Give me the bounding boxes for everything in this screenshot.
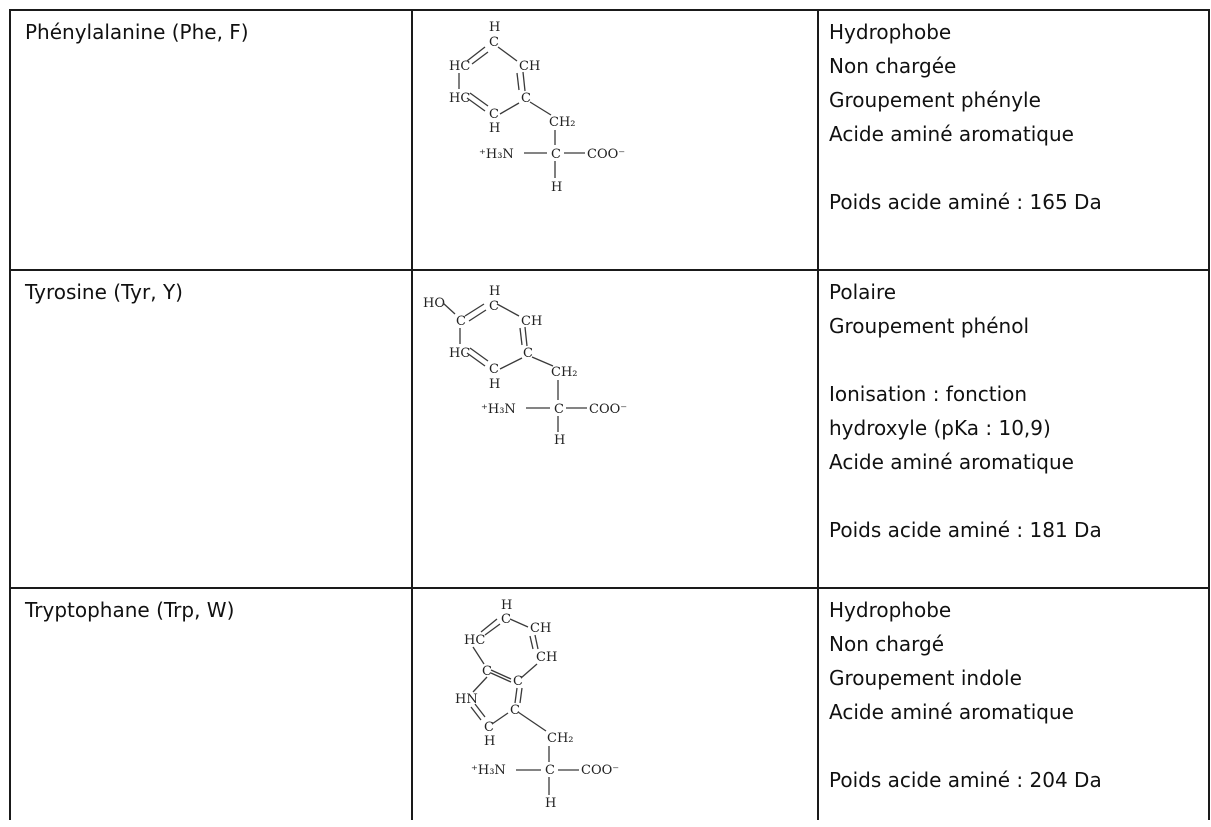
atom-label: H xyxy=(484,734,495,749)
phenylalanine-structure: H C HC CH HC C C H CH₂ ⁺H₃N C COO⁻ H xyxy=(449,20,625,195)
property-line: Groupement phénol xyxy=(829,314,1029,338)
table-row: Tyrosine (Tyr, Y) H C HO C CH HC C C H C… xyxy=(9,269,1210,589)
atom-label: C xyxy=(484,720,494,735)
property-line: Non chargée xyxy=(829,54,957,78)
atom-label: C xyxy=(551,147,561,162)
atom-label: H xyxy=(489,377,500,392)
property-line: Poids acide aminé : 165 Da xyxy=(829,190,1102,214)
atom-label: H xyxy=(554,433,565,448)
amino-acid-table: Phénylalanine (Phe, F) H C HC CH HC C C … xyxy=(9,9,1210,820)
property-line xyxy=(829,479,1208,513)
atom-label: ⁺H₃N xyxy=(481,402,516,417)
amino-acid-name: Phénylalanine (Phe, F) xyxy=(25,20,249,44)
atom-label: H xyxy=(489,284,500,299)
property-line: Non chargé xyxy=(829,632,945,656)
atom-label: CH₂ xyxy=(549,115,576,130)
atom-label: CH xyxy=(521,314,542,329)
atom-label: COO⁻ xyxy=(587,147,625,162)
atom-label: C xyxy=(523,346,533,361)
atom-label: HO xyxy=(423,296,445,311)
atom-label: H xyxy=(501,598,512,613)
atom-label: C xyxy=(456,314,466,329)
property-line xyxy=(829,151,1208,185)
structure-cell: H C HO C CH HC C C H CH₂ ⁺H₃N C COO⁻ H xyxy=(411,269,819,589)
atom-label: CH xyxy=(536,650,557,665)
atom-label: HC xyxy=(449,346,470,361)
atom-label: ⁺H₃N xyxy=(471,763,506,778)
atom-label: CH xyxy=(530,621,551,636)
property-line: Poids acide aminé : 204 Da xyxy=(829,768,1102,792)
properties-list: Polaire Groupement phénol Ionisation : f… xyxy=(819,271,1208,547)
atom-label: C xyxy=(489,107,499,122)
property-line: Hydrophobe xyxy=(829,20,952,44)
property-line: Groupement indole xyxy=(829,666,1022,690)
atom-label: HC xyxy=(464,633,485,648)
atom-label: C xyxy=(482,664,492,679)
property-line xyxy=(829,729,1208,763)
atom-label: H xyxy=(545,796,556,811)
property-line: Ionisation : fonction xyxy=(829,382,1028,406)
table-row: Phénylalanine (Phe, F) H C HC CH HC C C … xyxy=(9,9,1210,271)
atom-label: C xyxy=(545,763,555,778)
atom-label: C xyxy=(554,402,564,417)
property-line xyxy=(829,343,1208,377)
name-cell: Tyrosine (Tyr, Y) xyxy=(9,269,413,589)
properties-cell: Polaire Groupement phénol Ionisation : f… xyxy=(817,269,1210,589)
property-line: hydroxyle (pKa : 10,9) xyxy=(829,416,1051,440)
atom-label: C xyxy=(489,299,499,314)
atom-label: C xyxy=(489,35,499,50)
atom-label: ⁺H₃N xyxy=(479,147,514,162)
atom-label: COO⁻ xyxy=(581,763,619,778)
tyrosine-structure: H C HO C CH HC C C H CH₂ ⁺H₃N C COO⁻ H xyxy=(423,284,627,448)
atom-label: C xyxy=(513,674,523,689)
properties-cell: Hydrophobe Non chargé Groupement indole … xyxy=(817,587,1210,820)
property-line: Acide aminé aromatique xyxy=(829,450,1074,474)
name-cell: Tryptophane (Trp, W) xyxy=(9,587,413,820)
atom-label: HC xyxy=(449,59,470,74)
atom-label: H xyxy=(489,20,500,35)
property-line: Hydrophobe xyxy=(829,598,952,622)
amino-acid-name: Tryptophane (Trp, W) xyxy=(25,598,235,622)
structure-cell: H C HC CH HC C C H CH₂ ⁺H₃N C COO⁻ H xyxy=(411,9,819,271)
name-cell: Phénylalanine (Phe, F) xyxy=(9,9,413,271)
properties-list: Hydrophobe Non chargée Groupement phényl… xyxy=(819,11,1208,219)
atom-label: CH₂ xyxy=(551,365,578,380)
atom-label: CH₂ xyxy=(547,731,574,746)
amino-acid-name: Tyrosine (Tyr, Y) xyxy=(25,280,183,304)
atom-label: C xyxy=(489,362,499,377)
atom-label: H xyxy=(489,121,500,136)
property-line: Polaire xyxy=(829,280,897,304)
property-line: Acide aminé aromatique xyxy=(829,700,1074,724)
properties-list: Hydrophobe Non chargé Groupement indole … xyxy=(819,589,1208,797)
properties-cell: Hydrophobe Non chargée Groupement phényl… xyxy=(817,9,1210,271)
structure-cell: H C CH HC CH C C HN C C H CH₂ ⁺H₃N C COO… xyxy=(411,587,819,820)
atom-label: H xyxy=(551,180,562,195)
atom-label: COO⁻ xyxy=(589,402,627,417)
property-line: Groupement phényle xyxy=(829,88,1041,112)
atom-label: HN xyxy=(455,692,478,707)
atom-label: C xyxy=(521,91,531,106)
property-line: Poids acide aminé : 181 Da xyxy=(829,518,1102,542)
tryptophane-structure: H C CH HC CH C C HN C C H CH₂ ⁺H₃N C COO… xyxy=(455,598,619,811)
atom-label: C xyxy=(510,703,520,718)
property-line: Acide aminé aromatique xyxy=(829,122,1074,146)
atom-label: CH xyxy=(519,59,540,74)
table-row: Tryptophane (Trp, W) H C CH HC CH C C HN… xyxy=(9,587,1210,820)
atom-label: C xyxy=(501,612,511,627)
atom-label: HC xyxy=(449,91,470,106)
